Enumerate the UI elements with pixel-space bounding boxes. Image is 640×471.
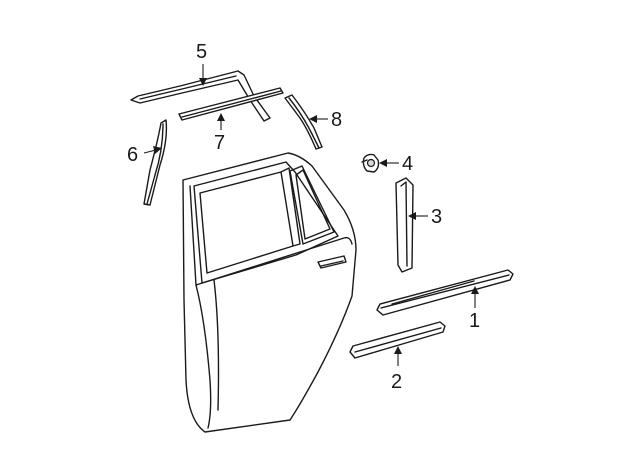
part-8-corner-molding (284, 94, 323, 150)
callout-8: 8 (331, 109, 342, 131)
part-3-pillar-garnish (395, 177, 414, 273)
callout-2: 2 (391, 371, 402, 393)
part-6-pillar-molding (143, 119, 168, 206)
callout-4: 4 (402, 153, 413, 175)
part-4-clip (361, 153, 380, 173)
rear-door (182, 152, 357, 433)
part-7-molding (178, 87, 284, 121)
callout-1: 1 (469, 310, 480, 332)
callout-3: 3 (431, 206, 442, 228)
leader-lines (143, 64, 479, 366)
part-1-rocker-molding (376, 269, 514, 316)
callout-5: 5 (196, 41, 207, 63)
callout-6: 6 (127, 144, 138, 166)
callout-7: 7 (214, 132, 225, 154)
part-2-door-molding (349, 321, 446, 359)
